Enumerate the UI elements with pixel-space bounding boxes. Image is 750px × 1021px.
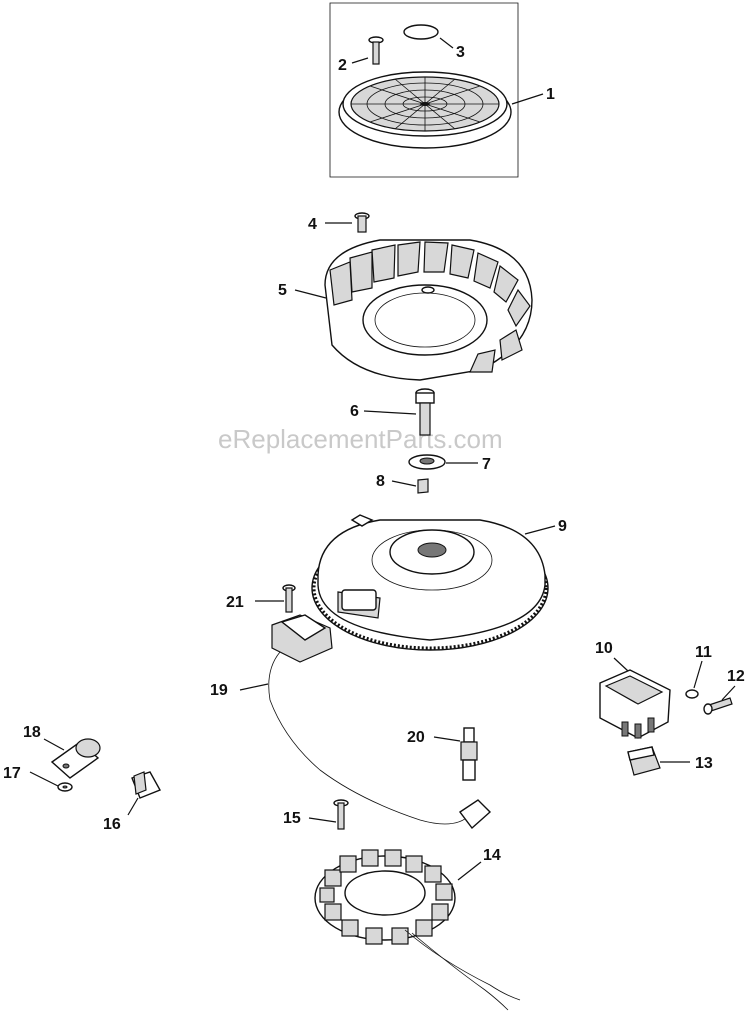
part-13-connector[interactable]	[627, 746, 661, 776]
callout-5: 5	[278, 282, 287, 299]
part-19-ignition-module[interactable]	[268, 614, 492, 830]
callout-6: 6	[350, 403, 359, 420]
callout-9: 9	[558, 518, 567, 535]
part-12-screw[interactable]	[703, 697, 733, 715]
callout-17: 17	[3, 765, 21, 782]
callout-21: 21	[226, 594, 244, 611]
part-20-spark-plug[interactable]	[460, 727, 478, 781]
callout-20: 20	[407, 729, 425, 746]
callout-11: 11	[695, 644, 712, 661]
callout-15: 15	[283, 810, 301, 827]
callout-13: 13	[695, 755, 713, 772]
part-14-stator[interactable]	[314, 849, 521, 1011]
part-1-screen[interactable]	[329, 2, 519, 178]
callout-2: 2	[338, 57, 347, 74]
callout-12: 12	[727, 668, 745, 685]
part-6-bolt[interactable]	[415, 388, 435, 436]
callout-4: 4	[308, 216, 317, 233]
part-2-screw[interactable]	[368, 36, 384, 65]
callout-19: 19	[210, 682, 228, 699]
part-9-flywheel[interactable]	[311, 514, 549, 651]
part-16-clip[interactable]	[131, 771, 161, 799]
watermark-text: eReplacementParts.com	[218, 424, 503, 454]
callout-8: 8	[376, 473, 385, 490]
part-11-washer[interactable]	[685, 689, 699, 699]
callout-10: 10	[595, 640, 613, 657]
callout-1: 1	[546, 86, 555, 103]
part-3-decal[interactable]	[403, 24, 439, 40]
part-10-rectifier[interactable]	[599, 669, 671, 739]
callout-14: 14	[483, 847, 501, 864]
leader-lines	[29, 37, 736, 881]
part-15-screw[interactable]	[333, 799, 349, 830]
part-5-fan[interactable]	[324, 239, 533, 381]
part-1-box-outline	[329, 2, 519, 178]
part-8-key[interactable]	[417, 478, 429, 494]
part-21-screw[interactable]	[282, 584, 296, 613]
part-17-washer[interactable]	[57, 782, 73, 792]
callout-7: 7	[482, 456, 491, 473]
part-4-screw[interactable]	[354, 212, 370, 233]
part-18-clip[interactable]	[50, 738, 101, 779]
part-7-washer[interactable]	[408, 454, 446, 470]
callout-3: 3	[456, 44, 465, 61]
callout-16: 16	[103, 816, 121, 833]
callout-18: 18	[23, 724, 41, 741]
callout-labels: 1 2 3 4 5 6 7 8 9 10 11 12 13 14 15 16 1…	[3, 44, 745, 864]
